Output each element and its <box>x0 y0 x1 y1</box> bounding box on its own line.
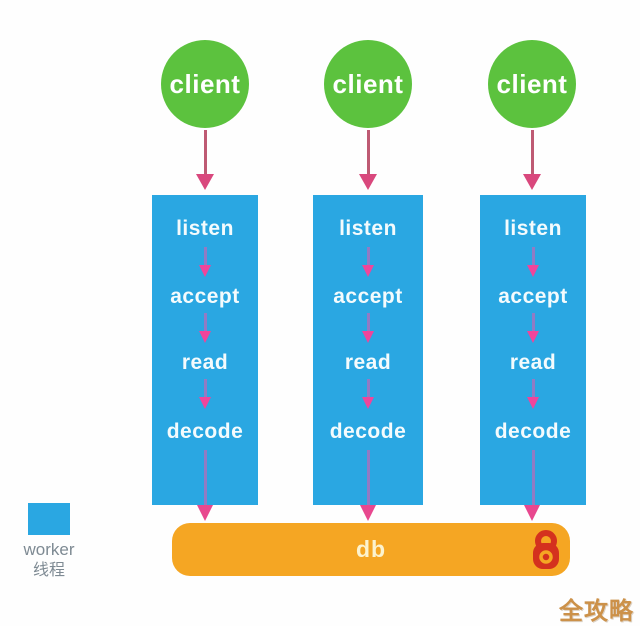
step-label-listen: listen <box>176 217 234 240</box>
db-label: db <box>355 536 387 562</box>
client-to-worker-arrow-line <box>530 130 534 174</box>
legend-label-worker: worker <box>23 540 75 559</box>
step-arrow-head <box>362 265 374 277</box>
client-label: client <box>332 68 404 99</box>
worker-thread-box: listen accept read decode <box>480 195 586 505</box>
step-label-listen: listen <box>339 217 397 240</box>
step-arrow-head <box>527 265 539 277</box>
step-arrow-head <box>362 397 374 409</box>
worker-to-db-arrow-line <box>531 450 535 505</box>
client-to-worker-arrow-head <box>196 174 214 190</box>
worker-to-db-arrow-line <box>366 450 370 505</box>
step-arrow-line <box>203 247 207 265</box>
legend-label-thread: 线程 <box>32 562 65 579</box>
step-arrow-line <box>366 247 370 265</box>
worker-thread-box: listen accept read decode <box>313 195 423 505</box>
client-circle: client <box>324 40 412 128</box>
client-label: client <box>496 68 568 99</box>
client-label: client <box>169 68 241 99</box>
worker-thread-box: listen accept read decode <box>152 195 258 505</box>
step-arrow-head <box>362 331 374 343</box>
step-label-read: read <box>181 351 229 374</box>
step-arrow-line <box>203 313 207 331</box>
step-label-decode: decode <box>329 420 407 443</box>
step-arrow-line <box>531 313 535 331</box>
step-label-accept: accept <box>170 285 240 308</box>
legend-worker-swatch <box>28 503 70 535</box>
step-arrow-head <box>527 397 539 409</box>
step-label-read: read <box>344 351 392 374</box>
watermark-text: 全攻略 <box>559 598 634 625</box>
client-to-worker-arrow-head <box>523 174 541 190</box>
worker-to-db-arrow-head <box>524 505 540 521</box>
step-arrow-line <box>531 379 535 397</box>
step-arrow-line <box>366 313 370 331</box>
step-label-accept: accept <box>498 285 568 308</box>
client-to-worker-arrow-line <box>203 130 207 174</box>
worker-to-db-arrow-head <box>360 505 376 521</box>
client-circle: client <box>161 40 249 128</box>
worker-to-db-arrow-head <box>197 505 213 521</box>
step-arrow-head <box>199 397 211 409</box>
step-label-accept: accept <box>333 285 403 308</box>
client-to-worker-arrow-head <box>359 174 377 190</box>
step-arrow-head <box>199 331 211 343</box>
step-label-decode: decode <box>494 420 572 443</box>
db-bar: db <box>172 523 570 576</box>
step-label-read: read <box>509 351 557 374</box>
step-label-listen: listen <box>504 217 562 240</box>
step-arrow-line <box>531 247 535 265</box>
step-label-decode: decode <box>166 420 244 443</box>
client-to-worker-arrow-line <box>366 130 370 174</box>
step-arrow-line <box>203 379 207 397</box>
worker-to-db-arrow-line <box>203 450 207 505</box>
step-arrow-head <box>199 265 211 277</box>
step-arrow-head <box>527 331 539 343</box>
lock-icon <box>533 530 559 569</box>
client-circle: client <box>488 40 576 128</box>
step-arrow-line <box>366 379 370 397</box>
